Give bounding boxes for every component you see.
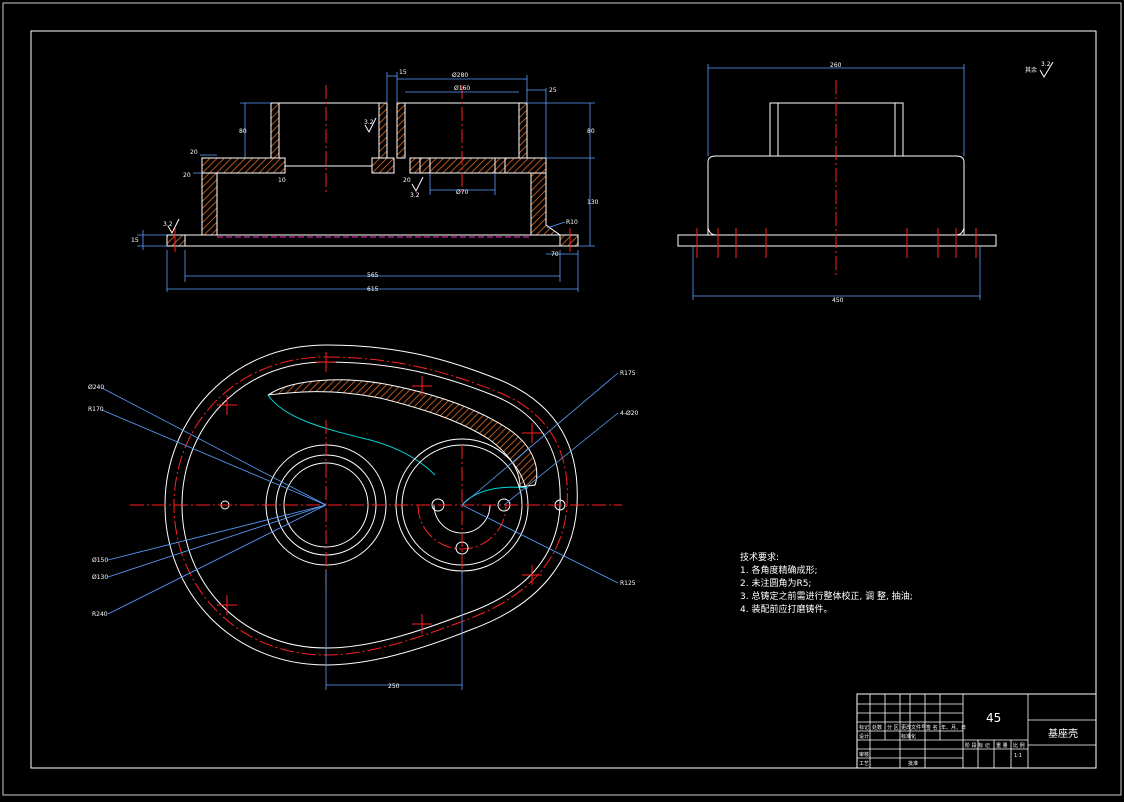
label-scale: 比 例	[1013, 742, 1025, 749]
hdr-5: 签 名	[926, 724, 938, 731]
top-plate-left	[201, 157, 286, 174]
dim-250: 250	[388, 683, 400, 690]
right-bolt-arc	[417, 504, 507, 550]
roughness-symbol-2: 3.2	[410, 176, 424, 199]
side-base-flange	[677, 234, 997, 247]
cavity-curve-a	[267, 394, 436, 476]
dim-20-a: 20	[190, 149, 198, 156]
inner-profile	[181, 361, 561, 649]
dim-15-left: 15	[131, 237, 139, 244]
dim-15-top: 15	[399, 69, 407, 76]
bolt-circle	[173, 356, 568, 656]
dim-80-right: 80	[587, 128, 595, 135]
svg-text:3.2: 3.2	[163, 221, 173, 228]
dim-20-b: 20	[183, 172, 191, 179]
dim-260: 260	[830, 62, 842, 69]
dim-25: 25	[549, 87, 557, 94]
outer-profile	[164, 344, 578, 666]
tech-item-3: 3. 总铸定之前需进行整体校正, 调 整, 抽油;	[740, 590, 913, 602]
bore-ring-b	[494, 157, 506, 174]
boss-left-wall-a	[270, 102, 280, 159]
dim-phi240: Ø240	[88, 384, 104, 391]
dim-r170: R170	[88, 406, 104, 413]
inner-frame	[30, 30, 1097, 769]
plan-leader-lines	[101, 372, 619, 690]
svg-text:3.2: 3.2	[410, 192, 420, 199]
label-standardize: 标准化	[901, 733, 916, 740]
general-roughness: 其余 3.2	[1025, 61, 1054, 78]
dim-r125: R125	[620, 580, 636, 587]
dim-565: 565	[367, 272, 379, 279]
front-section-view: 15 Ø280 Ø160 25 80 80 20 20 10 20 Ø70 13…	[131, 69, 599, 293]
roughness-symbol-1: 3.2	[364, 117, 377, 134]
label-approve: 批准	[908, 760, 918, 767]
tech-requirements: 技术要求: 1. 各角度精确成形; 2. 未注圆角为R5; 3. 总铸定之前需进…	[740, 551, 913, 615]
tech-item-1: 1. 各角度精确成形;	[740, 564, 817, 576]
label-weight: 重 量	[996, 742, 1008, 749]
title-block: 45 基座壳 1:1 标记 处数 分 区 更改文件号 签 名 年、月、日 设计 …	[856, 693, 1097, 769]
front-dimension-lines	[137, 72, 595, 292]
scale-value: 1:1	[1014, 753, 1022, 759]
hdr-6: 年、月、日	[941, 724, 966, 731]
row-review: 审核	[859, 751, 869, 758]
boss-left-wall-b	[378, 102, 388, 159]
dim-130: 130	[587, 199, 599, 206]
dim-r175: R175	[620, 370, 636, 377]
plan-view: Ø240 R170 Ø150 Ø130 R240 R175 4-Ø20 R125…	[88, 344, 639, 690]
dim-phi70: Ø70	[456, 189, 469, 196]
wall-right	[530, 172, 562, 236]
dim-70: 70	[551, 251, 559, 258]
material: 45	[986, 711, 1001, 725]
dim-phi160: Ø160	[454, 85, 470, 92]
bolt-crosses	[217, 352, 542, 634]
side-dimension-lines	[692, 64, 981, 300]
dim-80-left: 80	[239, 128, 247, 135]
wall-left	[201, 172, 218, 236]
flange-hatch-right	[559, 234, 579, 247]
dim-615: 615	[367, 286, 379, 293]
svg-text:其余: 其余	[1025, 66, 1037, 74]
hdr-3: 分 区	[887, 724, 899, 731]
dim-20-c: 20	[403, 177, 411, 184]
boss-right-wall-b	[518, 102, 528, 159]
tech-title: 技术要求:	[740, 551, 779, 563]
boss-right-wall-a	[396, 102, 406, 159]
dim-10: 10	[278, 177, 286, 184]
flange-hatch-left	[166, 234, 186, 247]
top-plate-mid	[371, 157, 395, 174]
row-process: 工艺	[859, 761, 869, 767]
dim-r240: R240	[92, 611, 108, 618]
cavity-curve-b	[461, 486, 529, 506]
bore-ring-a	[419, 157, 431, 174]
side-view: 260 450 其余 3.2	[677, 61, 1054, 304]
general-roughness-value: 3.2	[1041, 61, 1051, 68]
dim-phi130: Ø130	[92, 574, 108, 581]
tech-item-2: 2. 未注圆角为R5;	[740, 577, 811, 589]
side-bolt-centerlines	[696, 228, 977, 258]
svg-text:3.2: 3.2	[364, 119, 374, 126]
cavity-rib	[267, 379, 538, 488]
hdr-2: 处数	[872, 724, 882, 731]
hdr-1: 标记	[859, 724, 869, 731]
dim-r10: R10	[566, 219, 578, 226]
row-design: 设计	[859, 733, 869, 740]
hdr-4: 更改文件号	[901, 724, 926, 731]
dim-phi150: Ø150	[92, 557, 108, 564]
dim-phi280: Ø280	[452, 72, 468, 79]
dim-4phi20: 4-Ø20	[620, 410, 639, 417]
dim-450: 450	[832, 297, 844, 304]
part-name: 基座壳	[1048, 727, 1078, 740]
roughness-symbol-3: 3.2	[163, 218, 180, 235]
label-stage: 阶 段 标 记	[965, 742, 990, 749]
tech-item-4: 4. 装配前应打磨铸件。	[740, 603, 832, 615]
